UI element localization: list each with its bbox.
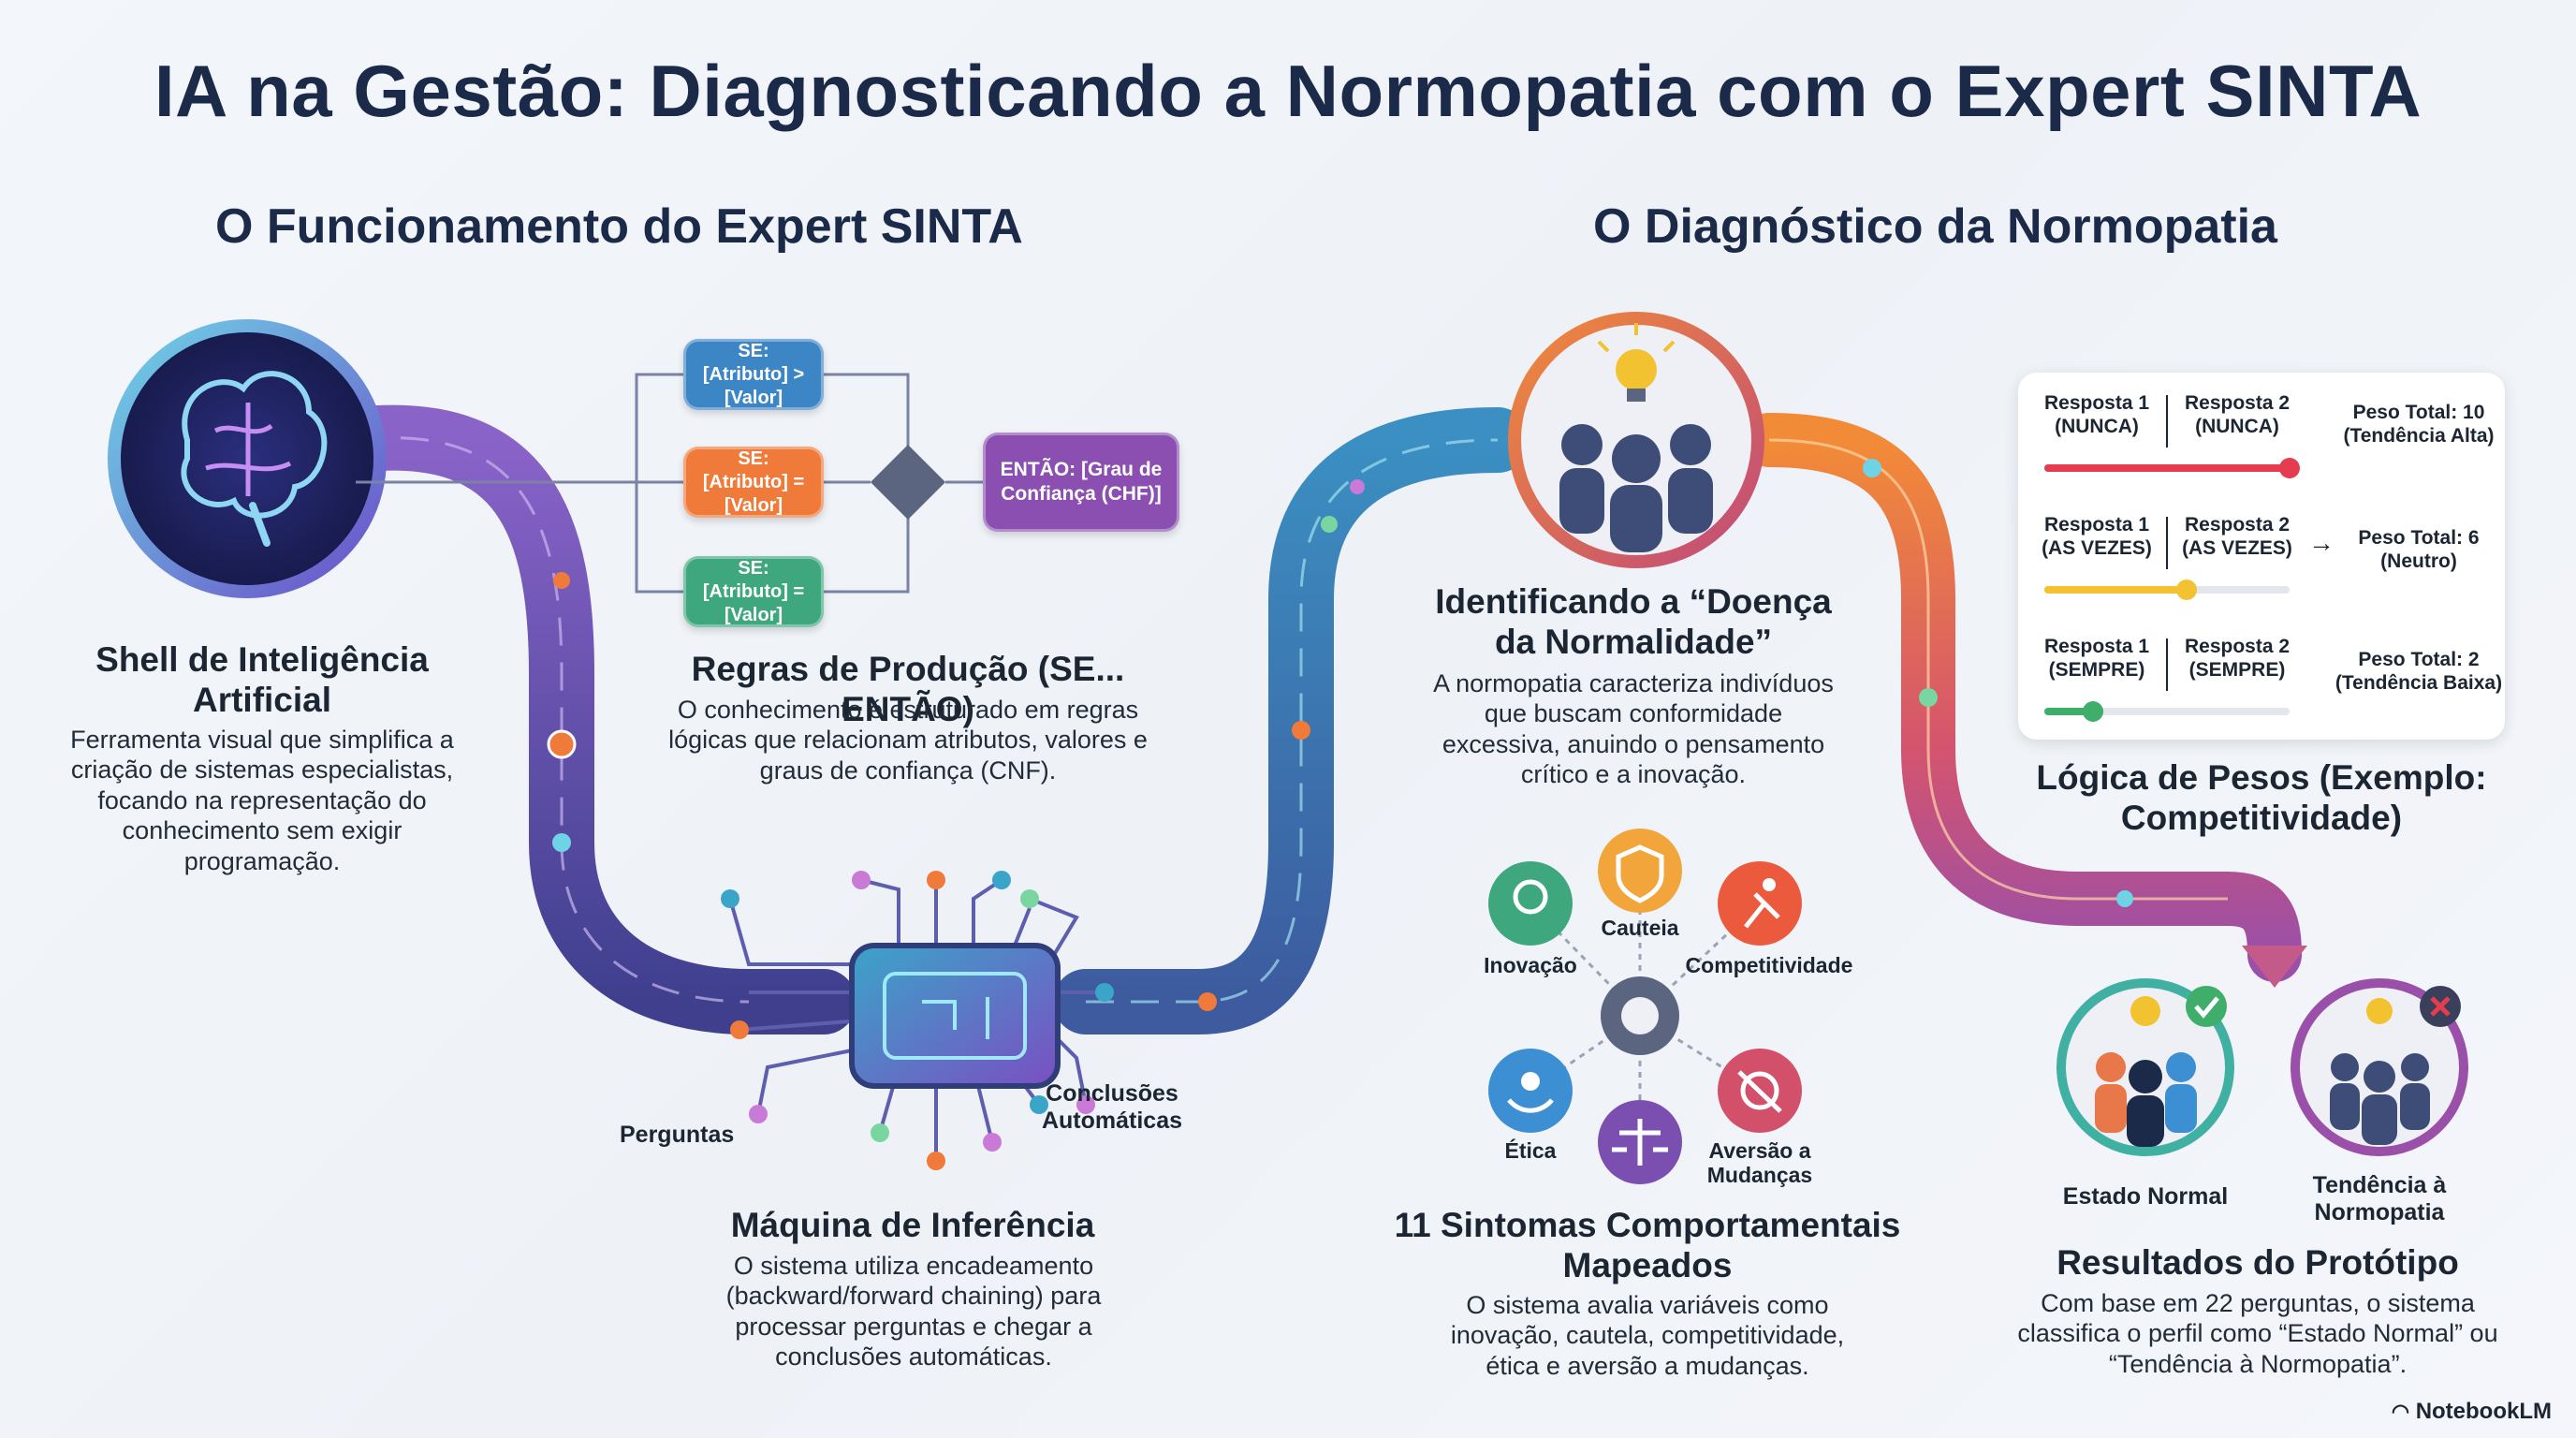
engine-title: Máquina de Inferência <box>730 1206 1095 1244</box>
rule-then-box: ENTÃO: [Grau de Confiança (CHF)] <box>983 433 1179 532</box>
weights-panel: Resposta 1 (NUNCA) Resposta 2 (NUNCA) Peso… <box>2018 373 2505 740</box>
brain-icon <box>108 319 387 598</box>
engine-output-label: Conclusões Automáticas <box>1041 1080 1183 1134</box>
page-title: IA na Gestão: Diagnosticando a Normopati… <box>154 50 2422 132</box>
rule-box-2: SE: [Atributo] = [Valor] <box>683 447 824 518</box>
rule-box-1: SE: [Atributo] > [Valor] <box>683 339 824 410</box>
weight-slider-fill <box>2044 464 2290 472</box>
results-desc: Com base em 22 perguntas, o sistema clas… <box>2017 1289 2498 1378</box>
normopathy-tendency-icon <box>2291 978 2468 1156</box>
weight-response-2: Resposta 2 (AS VEZES) <box>2182 514 2292 560</box>
chip-icon <box>721 871 1114 1170</box>
identify-title: Identificando a “Doença da Normalidade” <box>1435 582 1832 661</box>
weight-total: Peso Total: 2 (Tendência Baixa) <box>2334 649 2503 695</box>
crowd-lightbulb-icon <box>1508 312 1764 568</box>
weight-row: Resposta 1 (NUNCA) Resposta 2 (NUNCA) Peso… <box>2018 391 2505 513</box>
identify-desc: A normopatia caracteriza indivíduos que … <box>1433 669 1834 789</box>
weight-slider-track <box>2044 580 2290 600</box>
weight-response-1: Resposta 1 (AS VEZES) <box>2042 514 2152 560</box>
rules-title: Regras de Produção (SE... ENTÃO) <box>691 650 1125 728</box>
weight-divider <box>2166 517 2168 569</box>
weight-row: Resposta 1 (SEMPRE) Resposta 2 (SEMPRE) Pe… <box>2018 635 2505 756</box>
notebooklm-logo-icon: ◠ <box>2391 1400 2410 1423</box>
caution-shield-icon <box>1598 829 1682 913</box>
arrow-right-icon: → <box>2308 528 2334 557</box>
weight-total: Peso Total: 6 (Neutro) <box>2358 527 2480 573</box>
ethics-hands-icon <box>1488 1049 1573 1133</box>
weight-response-1: Resposta 1 (NUNCA) <box>2043 392 2150 438</box>
weight-divider <box>2166 638 2168 691</box>
shell-desc: Ferramenta visual que simplifica a criaç… <box>70 726 454 875</box>
symptom-label-change-aversion: Aversão a Mudanças <box>1706 1138 1813 1188</box>
engine-input-label: Perguntas <box>620 1122 735 1148</box>
result-normal-label: Estado Normal <box>2062 1183 2229 1210</box>
symptom-label-ethics: Ética <box>1504 1138 1557 1163</box>
results-title: Resultados do Protótipo <box>2056 1243 2459 1282</box>
result-tendency-label: Tendência à Normopatia <box>2312 1172 2447 1225</box>
track-middle <box>1053 407 1530 1034</box>
decision-diamond-icon <box>871 445 945 520</box>
weight-slider-fill <box>2044 586 2187 594</box>
weights-title: Lógica de Pesos (Exemplo: Competitividad… <box>2036 758 2487 837</box>
symptom-label-caution: Cauteia <box>1601 916 1679 940</box>
competitiveness-runner-icon <box>1718 861 1802 946</box>
weight-slider-fill <box>2044 708 2093 715</box>
weight-response-2: Resposta 2 (NUNCA) <box>2184 392 2291 438</box>
weight-slider-knob <box>2083 701 2103 722</box>
symptoms-title: 11 Sintomas Comportamentais Mapeados <box>1394 1206 1901 1284</box>
rules-desc: O conhecimento é estruturado em regras l… <box>668 696 1148 785</box>
normal-state-icon <box>2056 978 2234 1156</box>
symptoms-desc: O sistema avalia variáveis como inovação… <box>1450 1291 1845 1380</box>
weight-response-1: Resposta 1 (SEMPRE) <box>2043 636 2150 682</box>
change-aversion-icon <box>1718 1049 1802 1133</box>
section-title-left: O Funcionamento do Expert SINTA <box>215 199 1023 254</box>
weight-row: Resposta 1 (AS VEZES) Resposta 2 (AS VEZE… <box>2018 513 2505 635</box>
innovation-icon <box>1488 861 1573 946</box>
arrow-down-icon <box>2242 946 2307 988</box>
weight-slider-track <box>2044 458 2300 478</box>
symptom-label-competitiveness: Competitividade <box>1685 953 1853 977</box>
shell-title: Shell de Inteligência Artificial <box>95 640 429 719</box>
symptom-label-innovation: Inovação <box>1484 953 1577 977</box>
engine-desc: O sistema utiliza encadeamento (backward… <box>725 1252 1102 1372</box>
weight-total: Peso Total: 10 (Tendência Alta) <box>2343 402 2495 448</box>
rule-box-3: SE: [Atributo] = [Valor] <box>683 556 824 627</box>
scales-icon <box>1598 1100 1682 1184</box>
weight-divider <box>2166 395 2168 448</box>
weight-slider-track <box>2044 701 2290 722</box>
weight-slider-knob <box>2176 580 2197 600</box>
weight-response-2: Resposta 2 (SEMPRE) <box>2184 636 2291 682</box>
brand-label: ◠ NotebookLM <box>2391 1399 2552 1424</box>
weight-slider-knob <box>2279 458 2300 478</box>
section-title-right: O Diagnóstico da Normopatia <box>1593 199 2277 254</box>
